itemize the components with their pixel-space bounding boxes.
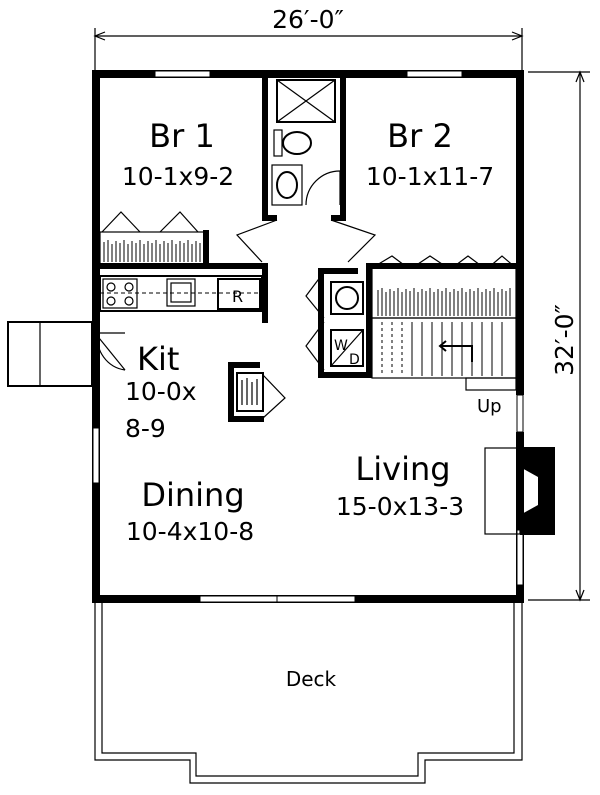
stairs: Up <box>371 317 517 417</box>
kitchen-counter: R <box>99 275 263 312</box>
depth-dimension-label: 32′-0″ <box>550 304 579 376</box>
stove-icon <box>102 278 138 309</box>
toilet-icon <box>273 129 312 157</box>
br2-size: 10-1x11-7 <box>366 162 494 191</box>
kit-size-line2: 8-9 <box>125 414 166 443</box>
washer-label: W <box>334 338 348 354</box>
dryer-label: D <box>349 352 360 368</box>
br1-name: Br 1 <box>149 117 215 155</box>
laundry: W D <box>305 271 364 371</box>
pantry <box>236 372 286 419</box>
closet-br2 <box>371 255 517 319</box>
hall-doors <box>94 219 377 371</box>
refrigerator-label: R <box>232 287 243 306</box>
interior-walls <box>95 76 521 422</box>
width-dimension-label: 26′-0″ <box>272 5 344 34</box>
bathroom <box>271 79 341 206</box>
kit-name: Kit <box>137 340 179 378</box>
living-size: 15-0x13-3 <box>336 492 464 521</box>
closet-br1 <box>99 211 209 266</box>
living-name: Living <box>355 450 450 488</box>
kit-size-line1: 10-0x <box>125 377 197 406</box>
width-dimension: 26′-0″ <box>93 5 524 70</box>
entry-stoop <box>7 321 93 387</box>
br1-size: 10-1x9-2 <box>122 162 234 191</box>
sink-icon <box>271 164 303 206</box>
dining-name: Dining <box>141 476 244 514</box>
depth-dimension: 32′-0″ <box>528 70 590 602</box>
deck <box>94 603 523 784</box>
br2-name: Br 2 <box>387 117 453 155</box>
deck-name: Deck <box>286 667 337 691</box>
kitchen-sink-icon <box>166 278 196 307</box>
stairs-up-label: Up <box>477 396 502 417</box>
fireplace <box>484 447 555 535</box>
dining-size: 10-4x10-8 <box>126 517 254 546</box>
